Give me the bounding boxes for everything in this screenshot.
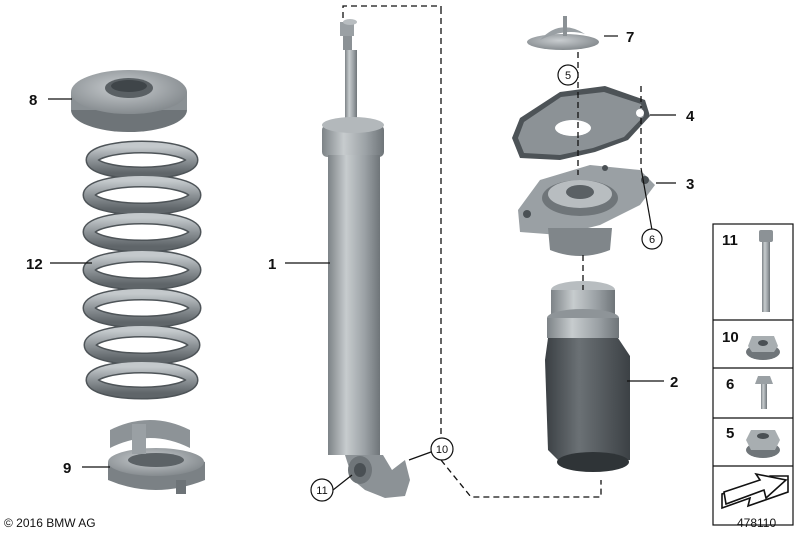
callout-2: 2 [670, 374, 678, 391]
callout-9: 9 [63, 460, 71, 477]
svg-text:10: 10 [436, 444, 448, 456]
assembly-lines [342, 5, 642, 498]
circled-callouts: 5 6 10 11 [310, 64, 663, 502]
coil-spring [82, 140, 202, 400]
callout-8: 8 [29, 92, 37, 109]
hardware-legend: 11 10 6 5 [712, 223, 794, 526]
legend-number-5: 5 [726, 425, 734, 442]
legend-number-11: 11 [722, 232, 738, 249]
callout-1: 1 [268, 256, 276, 273]
callout-4: 4 [686, 108, 695, 125]
legend-number-10: 10 [722, 329, 739, 346]
svg-text:11: 11 [316, 485, 327, 497]
bump-stop-boot [545, 281, 630, 472]
svg-text:6: 6 [649, 234, 655, 246]
legend-number-6: 6 [726, 376, 734, 393]
flange-nut-icon [746, 336, 780, 360]
diagram-number: 478110 [737, 516, 777, 530]
gasket [512, 86, 650, 160]
strut-mount [518, 165, 655, 256]
lower-spring-pad [108, 420, 205, 494]
copyright-notice: © 2016 BMW AG [4, 516, 96, 530]
callout-3: 3 [686, 176, 694, 193]
long-bolt-icon [759, 230, 773, 312]
hex-collar-nut-icon [746, 430, 780, 458]
circled-callout-10: 10 [430, 437, 454, 461]
short-bolt-icon [755, 376, 773, 409]
shock-absorber [322, 19, 410, 498]
circled-callout-11: 11 [310, 478, 334, 502]
svg-text:5: 5 [565, 70, 571, 82]
callout-7: 7 [626, 29, 634, 46]
circled-callout-5: 5 [557, 64, 579, 86]
callout-12: 12 [26, 256, 43, 273]
callout-labels: 8 12 9 1 7 4 3 2 [26, 29, 695, 477]
forward-arrow-icon [721, 472, 789, 510]
top-cap [527, 16, 599, 50]
upper-spring-pad [71, 70, 187, 132]
leader-lines [48, 35, 676, 491]
circled-callout-6: 6 [641, 228, 663, 250]
